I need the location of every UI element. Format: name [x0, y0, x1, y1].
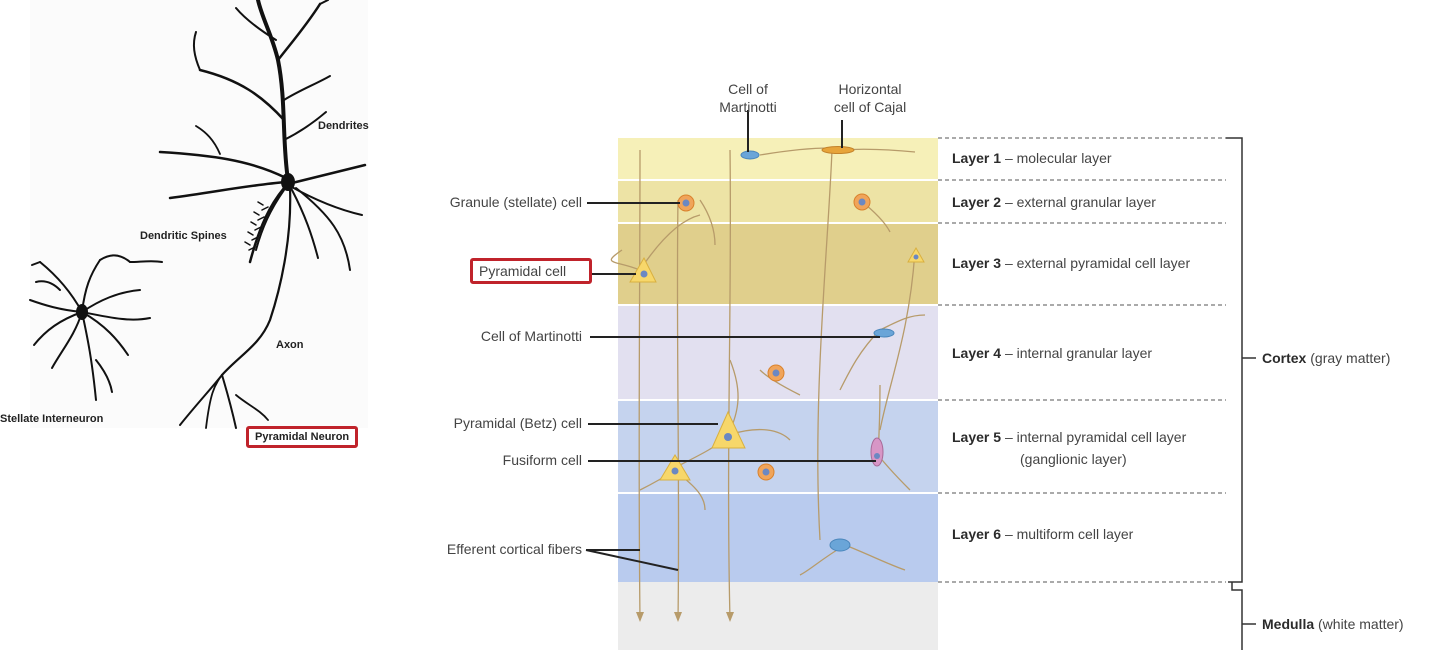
cajal-top-label-line2: cell of Cajal — [833, 99, 907, 115]
pyramidal-soma — [281, 173, 295, 191]
layer-band-4 — [618, 305, 938, 400]
layer-2-desc: – external granular layer — [1004, 194, 1156, 210]
layer-bands — [618, 138, 938, 650]
dendrites-label: Dendrites — [318, 120, 369, 132]
dendritic-spines-label: Dendritic Spines — [140, 230, 227, 242]
pyramidal-cell-label: Pyramidal cell — [470, 258, 592, 284]
martinotti-top-label-line2: Martinotti — [719, 99, 777, 115]
layer-5-name: Layer 5 — [952, 429, 1002, 445]
cajal-top-label-line1: Horizontal — [838, 81, 902, 97]
medulla-desc: (white matter) — [1318, 616, 1404, 632]
fiber-arrowheads — [636, 612, 734, 622]
cortex-label: Cortex (gray matter) — [1262, 350, 1390, 366]
layer-3-name: Layer 3 — [952, 255, 1002, 271]
layer-4-name: Layer 4 — [952, 345, 1002, 361]
layer-2-label: Layer 2 – external granular layer — [952, 194, 1156, 210]
medulla-label: Medulla (white matter) — [1262, 616, 1404, 632]
pyramidal-neuron-label: Pyramidal Neuron — [246, 426, 359, 448]
layer-6-label: Layer 6 – multiform cell layer — [952, 526, 1133, 542]
layer-band-3 — [618, 223, 938, 305]
neuron-drawings — [29, 0, 368, 429]
cortex-desc: (gray matter) — [1310, 350, 1391, 366]
layer-2-name: Layer 2 — [952, 194, 1002, 210]
layer-6-desc: – multiform cell layer — [1004, 526, 1134, 542]
layer-5-label: Layer 5 – internal pyramidal cell layer — [952, 429, 1186, 445]
pyramidal-neuron-drawing — [158, 0, 367, 429]
axon-label: Axon — [276, 339, 304, 351]
stellate-interneuron-label: Stellate Interneuron — [0, 413, 104, 425]
layer-6-name: Layer 6 — [952, 526, 1002, 542]
white-matter-band — [618, 582, 938, 650]
layer-3-desc: – external pyramidal cell layer — [1004, 255, 1191, 271]
layer-4-desc: – internal granular layer — [1004, 345, 1153, 361]
layer-band-6 — [618, 493, 938, 582]
layer-5-sublabel: (ganglionic layer) — [1020, 451, 1127, 467]
stellate-soma — [76, 304, 88, 320]
granule-cell-label: Granule (stellate) cell — [449, 194, 582, 210]
layer-band-2 — [618, 180, 938, 223]
martinotti-top-label: Cell of Martinotti — [696, 80, 800, 116]
efferent-fibers-label: Efferent cortical fibers — [446, 541, 582, 557]
layer-1-name: Layer 1 — [952, 150, 1002, 166]
medulla-name: Medulla — [1262, 616, 1315, 632]
martinotti-cell-label: Cell of Martinotti — [480, 328, 582, 344]
betz-cell-label: Pyramidal (Betz) cell — [453, 415, 582, 431]
fusiform-cell-label: Fusiform cell — [502, 452, 582, 468]
layer-boundaries — [938, 137, 1226, 583]
cajal-top-label: Horizontal cell of Cajal — [815, 80, 925, 116]
layer-5-desc: – internal pyramidal cell layer — [1004, 429, 1187, 445]
layer-3-label: Layer 3 – external pyramidal cell layer — [952, 255, 1190, 271]
layer-1-label: Layer 1 – molecular layer — [952, 150, 1112, 166]
martinotti-top-label-line1: Cell of — [728, 81, 768, 97]
layer-1-desc: – molecular layer — [1004, 150, 1112, 166]
cortex-name: Cortex — [1262, 350, 1307, 366]
leader-lines — [585, 110, 880, 571]
layer-band-1 — [618, 138, 938, 180]
layer-4-label: Layer 4 – internal granular layer — [952, 345, 1152, 361]
region-brackets — [1226, 137, 1256, 650]
neuron-panel-background — [30, 0, 368, 428]
